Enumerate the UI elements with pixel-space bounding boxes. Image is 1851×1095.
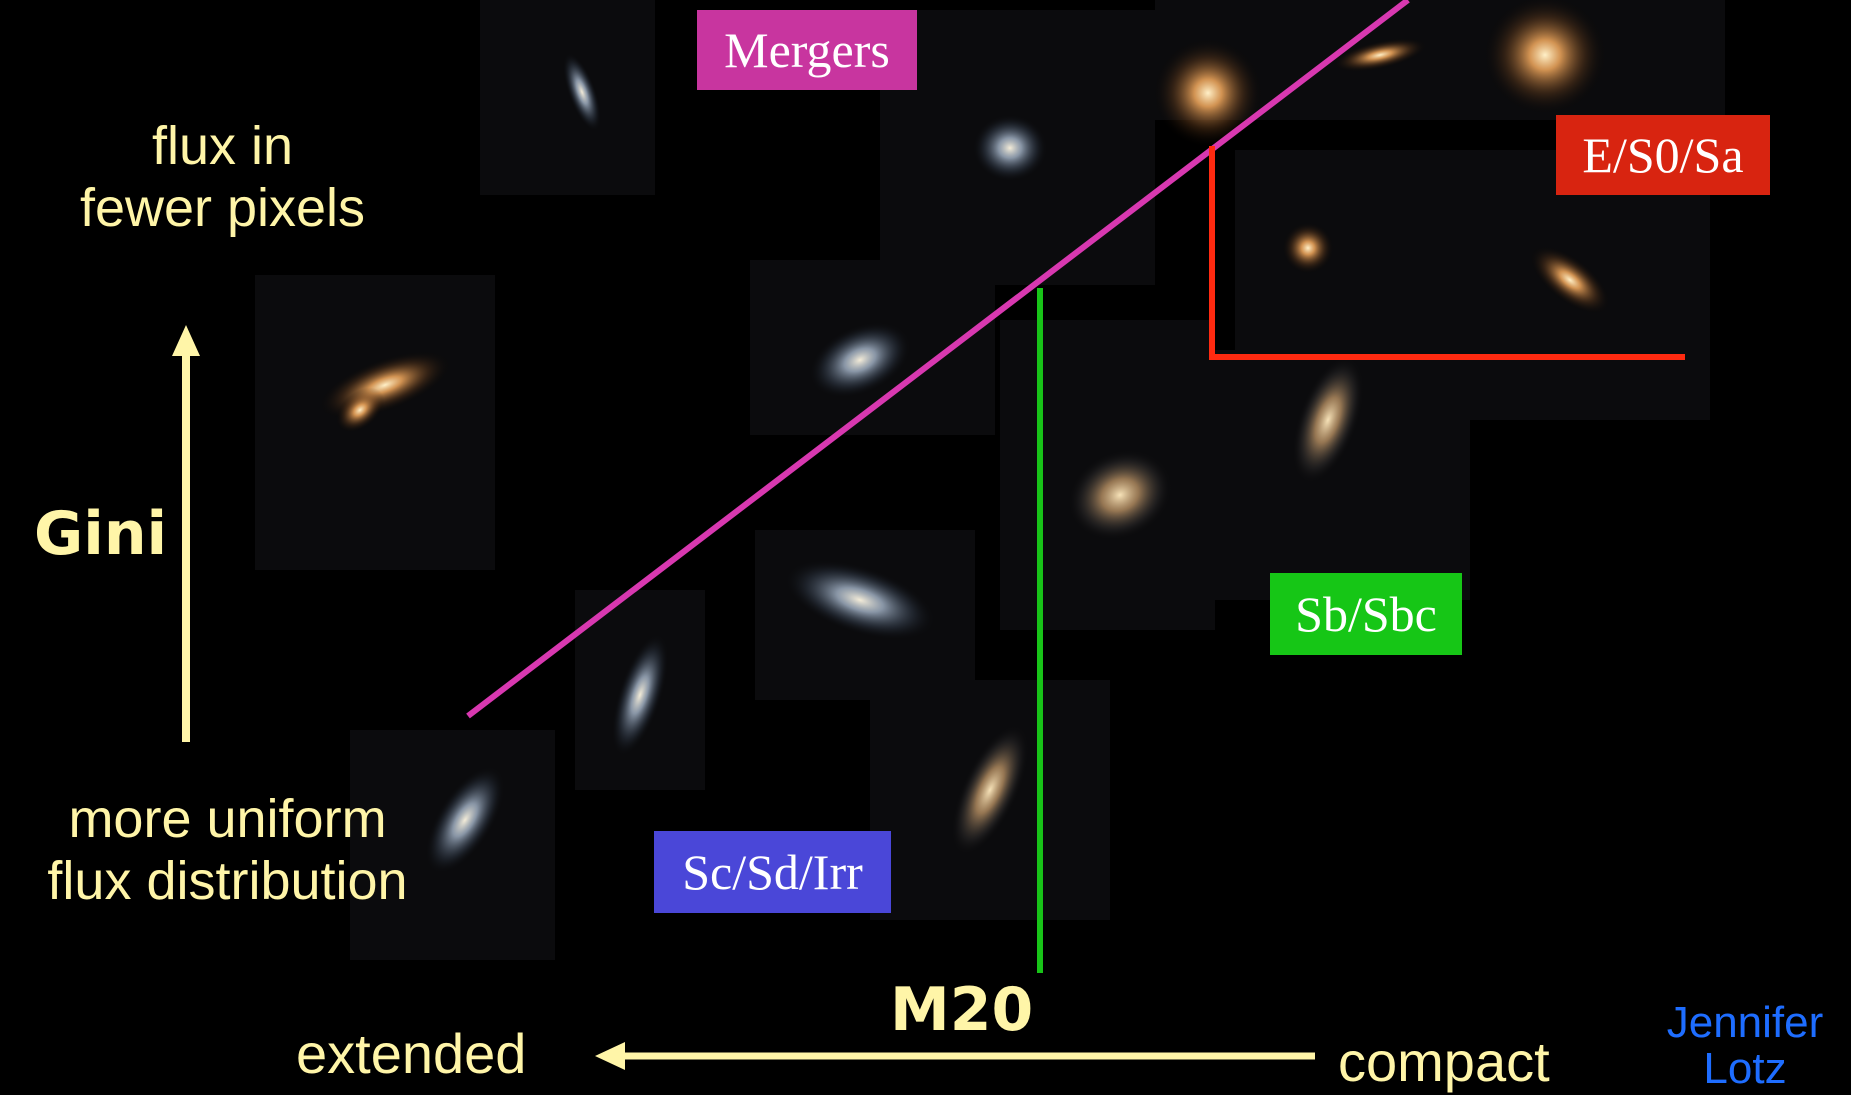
early-type-label: E/S0/Sa [1556,115,1770,195]
x-left-description: extended [296,1022,527,1085]
y-top-line-2: fewer pixels [79,178,366,239]
galaxy [1332,38,1428,72]
y-top-line-1: flux in [151,116,294,176]
galaxy [1291,355,1365,485]
galaxy [808,321,912,399]
galaxy [1066,448,1174,542]
thumbnail-panel [255,275,495,570]
mergers-label: Mergers [697,10,917,90]
galaxy [610,632,670,758]
mergers-boundary-line [466,0,1410,719]
author-credit-line-1: Jennifer [1666,998,1824,1047]
y-axis-arrow-head [172,325,200,356]
galaxy [972,114,1048,182]
x-right-description: compact [1338,1030,1550,1093]
galaxy [1153,38,1263,148]
galaxy [1282,222,1334,274]
classification-lines [466,0,1685,973]
y-bottom-description: more uniform flux distribution [0,788,455,912]
sb-sbc-label: Sb/Sbc [1270,573,1462,655]
galaxy [335,387,385,433]
x-axis-label: M20 [890,975,1034,1045]
galaxy [562,52,602,132]
author-credit: Jennifer Lotz [1640,998,1850,1094]
galaxy [1483,0,1607,115]
late-type-label: Sc/Sd/Irr [654,831,891,913]
galaxy [424,765,506,875]
galaxy [950,723,1030,857]
galaxy [1529,245,1611,315]
y-bottom-line-1: more uniform [68,789,387,849]
galaxy [783,559,937,641]
x-axis-arrow-head [595,1042,625,1070]
thumbnail-panel [480,0,655,195]
axis-arrows [172,325,1315,1070]
y-axis-label: Gini [34,499,168,569]
galaxy-thumbnail-panels [255,0,1725,960]
early-type-boundary-line [1209,146,1685,360]
y-top-description: flux in fewer pixels [40,115,405,239]
galaxy-images [318,0,1611,875]
y-bottom-line-2: flux distribution [47,851,408,912]
author-credit-line-2: Lotz [1703,1044,1787,1094]
